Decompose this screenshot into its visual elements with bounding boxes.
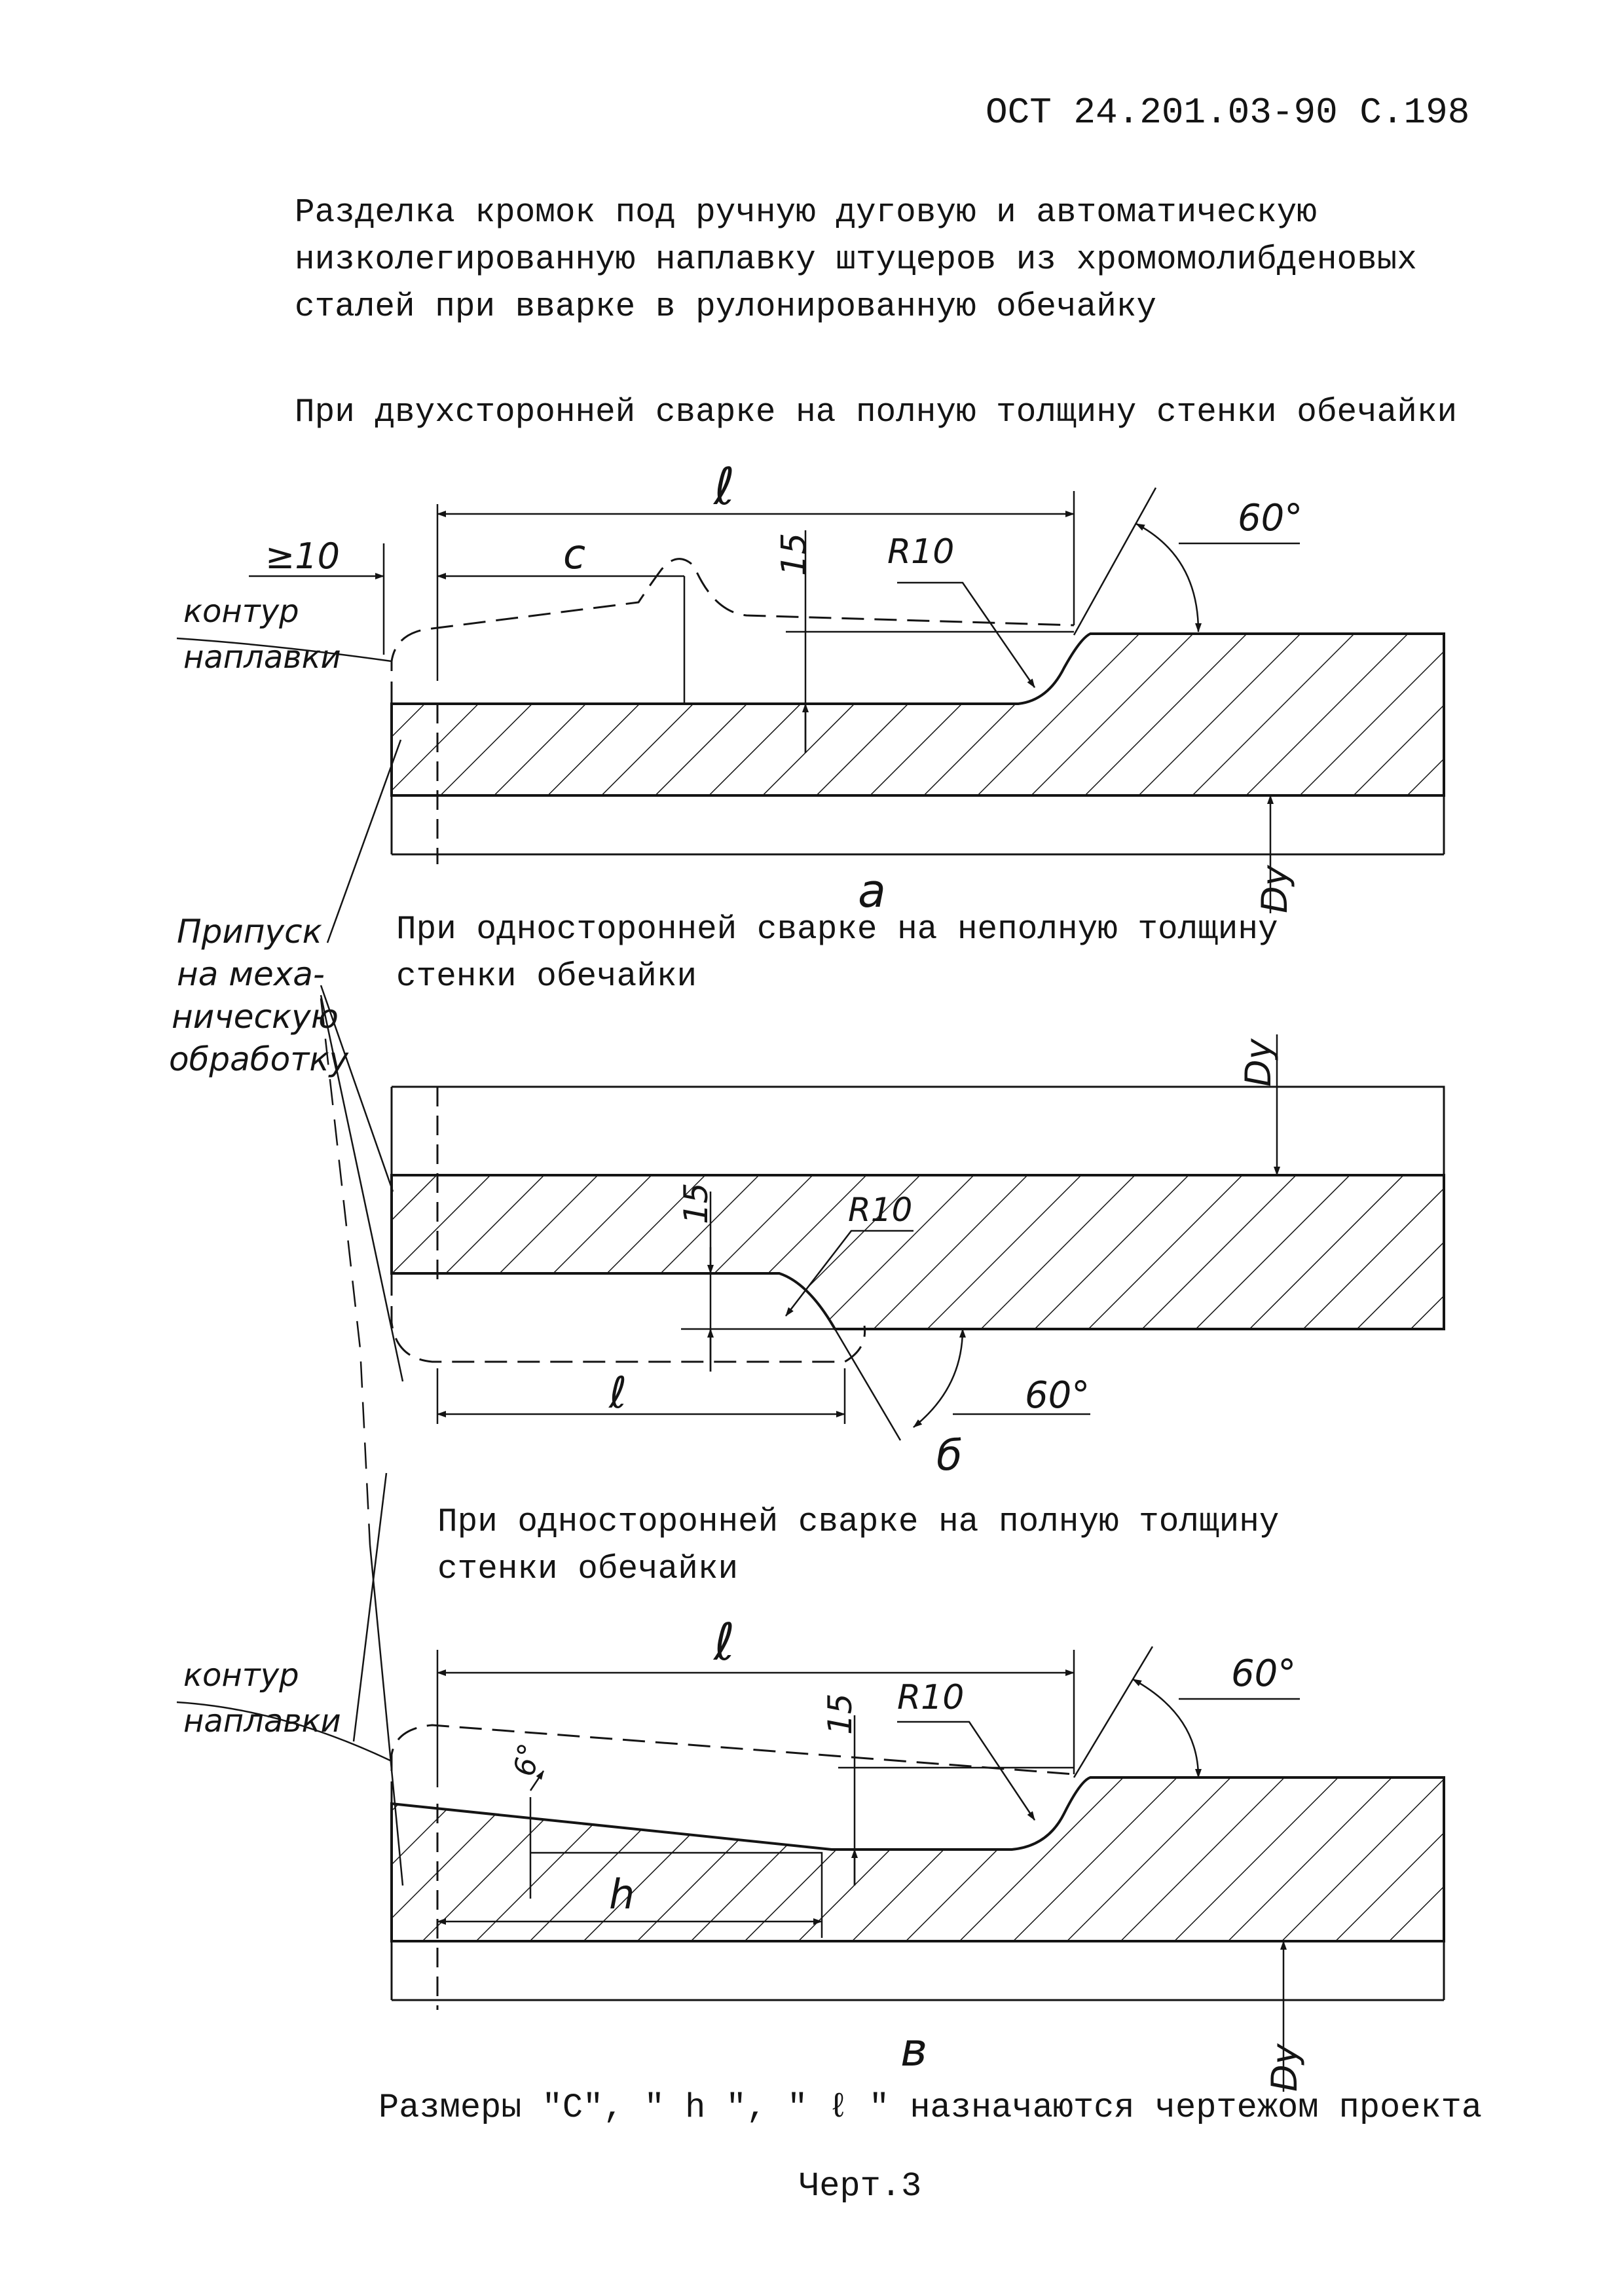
dim-b-radius: R10 — [848, 1191, 912, 1229]
callout-a-line2: наплавки — [183, 639, 341, 676]
dim-b-15: 15 — [677, 1182, 715, 1224]
dim-a-angle: 60° — [1238, 497, 1302, 539]
label-b: б — [936, 1432, 962, 1480]
allowance-line4: обработку — [169, 1040, 350, 1078]
dim-b-angle: 60° — [1025, 1374, 1090, 1417]
dim-a-l: ℓ — [712, 458, 735, 517]
dim-a-radius: R10 — [887, 532, 954, 572]
dim-c-small-angle: 6° — [508, 1741, 547, 1779]
diagram-b-labels: ℓ 15 R10 60° Dу б — [608, 1038, 1279, 1480]
dim-c-dy: Dу — [1264, 2043, 1305, 2092]
overlay-contour-a — [390, 558, 1075, 704]
section-c-title: При односторонней сварке на полную толщи… — [437, 1499, 1279, 1594]
callout-a-line1: контур — [183, 593, 299, 630]
dim-c-radius: R10 — [897, 1678, 964, 1717]
section-b-title: При односторонней сварке на неполную тол… — [396, 907, 1278, 1001]
dimensions-note: Размеры "С", " h ", " ℓ " назначаются че… — [378, 2088, 1483, 2127]
leader-allowance-c-dashed — [320, 998, 371, 1546]
leader-contour-c — [352, 1472, 388, 1742]
dim-c-l: ℓ — [712, 1613, 735, 1672]
allowance-line2: на меха- — [177, 955, 325, 993]
dim-c-15: 15 — [821, 1693, 859, 1735]
diagram-a — [176, 487, 1445, 913]
document-code: ОСТ 24.201.03-90 С.198 — [986, 92, 1470, 134]
section-c-title-line: стенки обечайки — [437, 1551, 739, 1588]
figure-caption: Черт.3 — [799, 2167, 922, 2206]
diagram-b — [390, 1034, 1445, 1441]
heading-line: Разделка кромок под ручную дуговую и авт… — [295, 194, 1317, 232]
section-a-title: При двухсторонней сварке на полную толщи… — [295, 394, 1458, 431]
diagram-a-labels: ℓ c ≥10 15 R10 60° Dу а контур наплавки — [183, 458, 1302, 918]
dim-c-h: h — [609, 1870, 635, 1918]
section-c-title-line: При односторонней сварке на полную толщи… — [437, 1504, 1280, 1541]
dim-c-angle: 60° — [1231, 1652, 1296, 1695]
dim-a-dy: Dу — [1254, 864, 1295, 913]
allowance-callout: Припуск на меха- ническую обработку — [169, 739, 404, 1886]
overlay-contour-c — [390, 1724, 1075, 1804]
overlay-contour-b — [390, 1273, 866, 1363]
diagram-c-labels: ℓ h 15 R10 60° 6° Dу в контур наплавки — [183, 1613, 1305, 2092]
diagram-c — [176, 1646, 1445, 2092]
dim-b-l: ℓ — [608, 1368, 627, 1418]
heading-line: низколегированную наплавку штуцеров из х… — [295, 242, 1417, 279]
label-c: в — [900, 2023, 927, 2077]
nozzle-wall-c — [390, 1776, 1445, 1942]
nozzle-wall-b — [390, 1174, 1445, 1330]
heading-line: сталей при вварке в рулонированную обеча… — [295, 289, 1157, 326]
label-a: а — [858, 864, 886, 918]
dim-a-min: ≥10 — [265, 536, 340, 577]
allowance-line3: ническую — [172, 998, 339, 1036]
bore-c — [390, 1941, 1445, 2001]
leader-allowance-b2 — [320, 994, 404, 1382]
dim-a-15: 15 — [775, 533, 814, 576]
bore-a — [390, 795, 1445, 856]
dim-b-dy: Dу — [1238, 1038, 1279, 1087]
drawing-heading: Разделка кромок под ручную дуговую и авт… — [295, 190, 1417, 331]
allowance-line1: Припуск — [177, 913, 322, 951]
nozzle-wall-a — [390, 632, 1445, 797]
dim-a-c: c — [563, 530, 585, 578]
callout-c-line2: наплавки — [183, 1703, 341, 1740]
leader-allowance-a — [326, 739, 402, 943]
callout-c-line1: контур — [183, 1657, 299, 1694]
bore-b — [390, 1085, 1445, 1175]
section-b-title-line: При односторонней сварке на неполную тол… — [396, 911, 1278, 949]
section-b-title-line: стенки обечайки — [396, 958, 697, 996]
leader-allowance-c — [369, 1544, 404, 1886]
leader-allowance-b — [320, 985, 394, 1192]
